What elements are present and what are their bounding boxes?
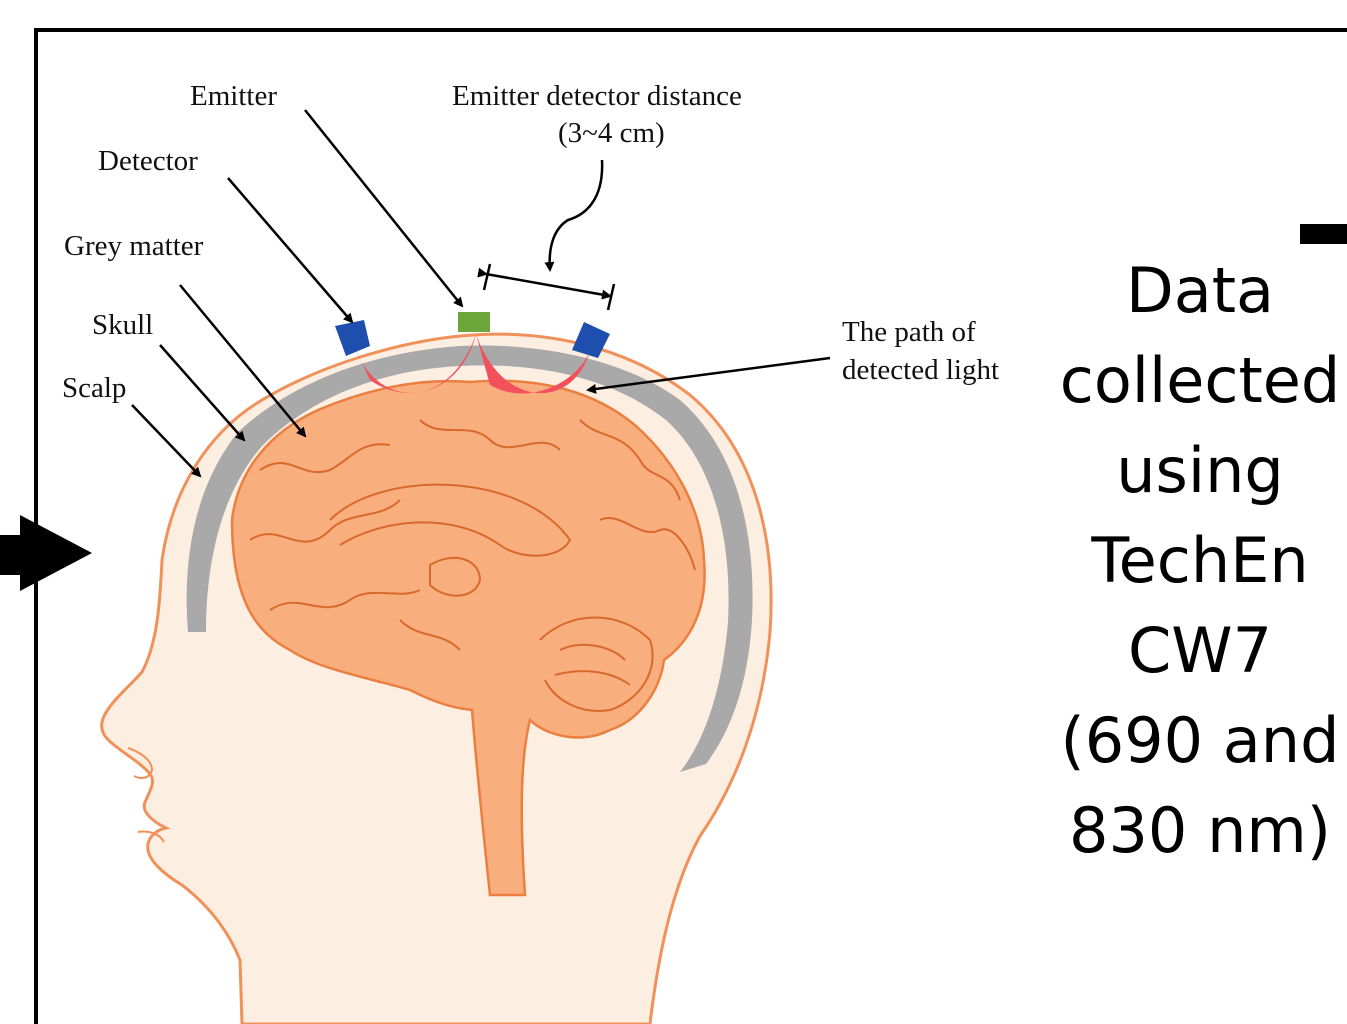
- skull-label: Skull: [92, 307, 153, 343]
- grey-matter-label: Grey matter: [64, 228, 203, 264]
- note-line: 830 nm): [1050, 786, 1347, 876]
- scalp-pointer-arrow: [132, 405, 200, 476]
- light-path-label-line2: detected light: [842, 352, 999, 388]
- scalp-label: Scalp: [62, 370, 126, 406]
- emitter-pointer-arrow: [305, 110, 462, 306]
- note-line: CW7: [1050, 606, 1347, 696]
- note-line: using: [1050, 426, 1347, 516]
- emitter-label: Emitter: [190, 78, 277, 114]
- distance-dimension-arrow: [486, 274, 610, 296]
- note-line: collected: [1050, 336, 1347, 426]
- detector-pointer-arrow: [228, 178, 352, 322]
- light-path-label-line1: The path of: [842, 314, 976, 350]
- note-line: Data: [1050, 246, 1347, 336]
- distance-tick-left: [484, 264, 490, 290]
- distance-title-label: Emitter detector distance: [452, 78, 742, 114]
- skull-pointer-arrow: [160, 345, 244, 440]
- emitter-optode: [458, 312, 490, 332]
- data-collection-note: Data collected using TechEn CW7 (690 and…: [1050, 246, 1347, 876]
- detector-label: Detector: [98, 143, 198, 179]
- note-line: (690 and: [1050, 696, 1347, 786]
- entry-arrow-icon: [0, 515, 92, 591]
- distance-value-label: (3~4 cm): [558, 115, 665, 151]
- detector-optode-left: [335, 320, 370, 356]
- distance-pointer-arrow: [550, 160, 602, 270]
- note-line: TechEn: [1050, 516, 1347, 606]
